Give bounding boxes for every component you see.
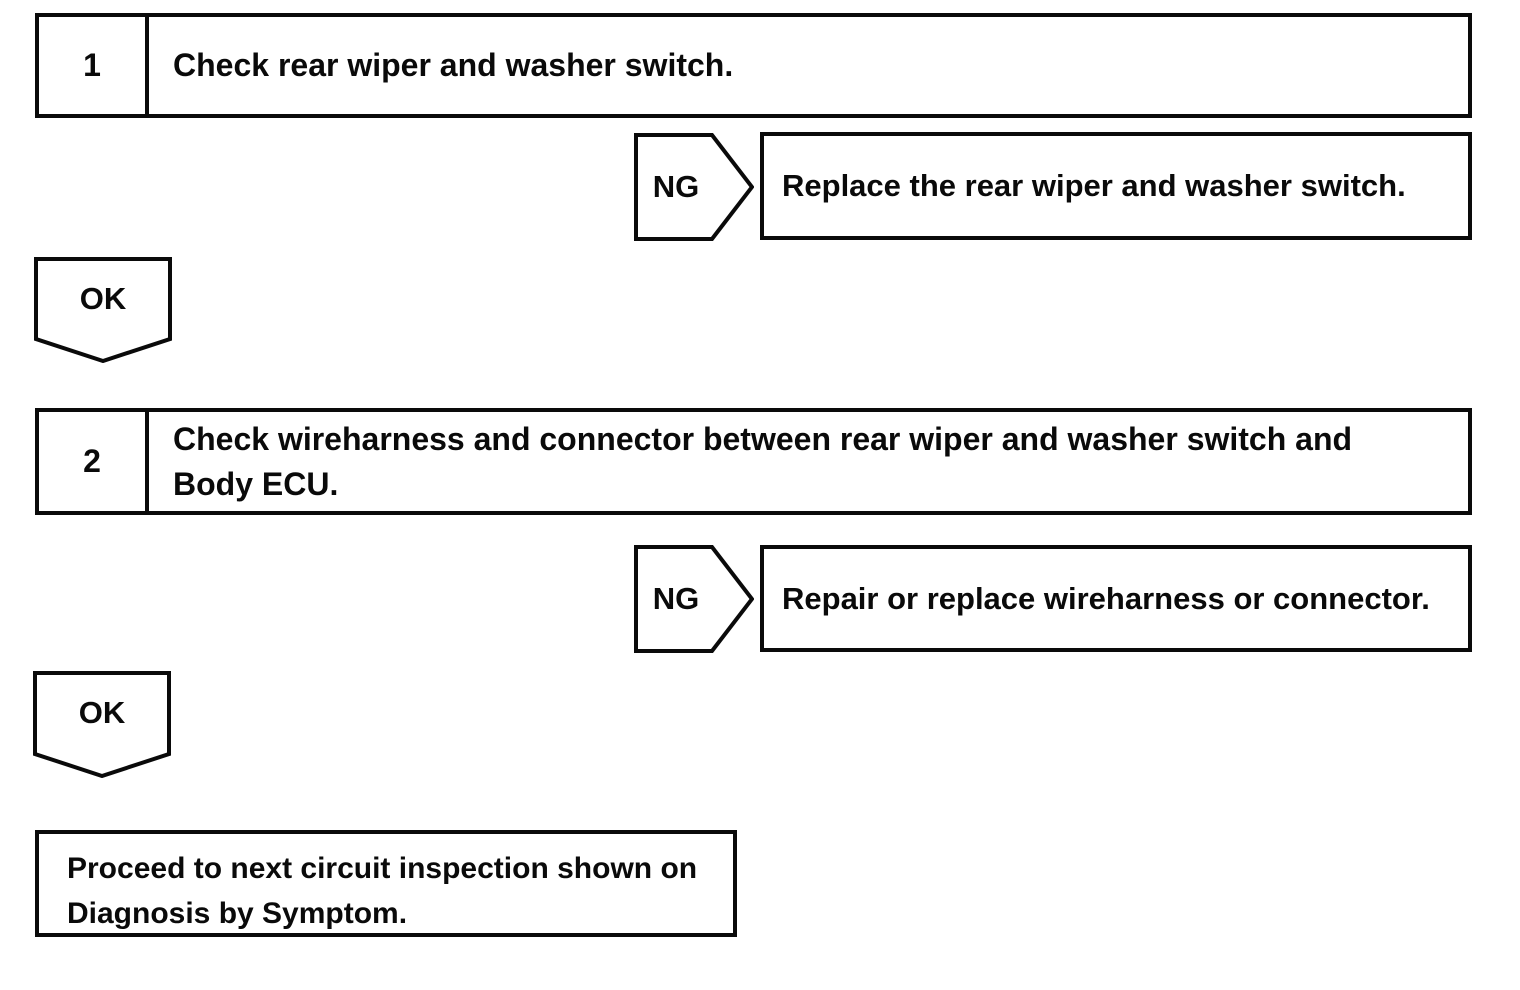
step-1-box: 1 Check rear wiper and washer switch. [35, 13, 1472, 118]
ok-arrow-2: OK [33, 671, 171, 778]
step-1-number: 1 [39, 17, 149, 114]
result-box: Proceed to next circuit inspection shown… [35, 830, 737, 937]
ng-pentagon-right-icon [634, 545, 754, 653]
ng-action-1-text: Replace the rear wiper and washer switch… [782, 168, 1406, 203]
ng-action-2-text: Repair or replace wireharness or connect… [782, 580, 1430, 616]
ok-pentagon-down-icon [34, 257, 172, 363]
ng-action-2-box: Repair or replace wireharness or connect… [760, 545, 1472, 652]
step-1-instruction: Check rear wiper and washer switch. [173, 47, 734, 84]
step-2-number: 2 [39, 412, 149, 511]
ng-action-1-box: Replace the rear wiper and washer switch… [760, 132, 1472, 240]
ok-arrow-2-label: OK [78, 695, 126, 730]
ok-arrow-1-label: OK [79, 281, 127, 316]
ng-arrow-1: NG [634, 133, 754, 241]
ok-arrow-1: OK [34, 257, 172, 363]
ng-pentagon-right-icon [634, 133, 754, 241]
step-2-instruction: Check wireharness and connector between … [173, 420, 1353, 502]
step-2-box: 2 Check wireharness and connector betwee… [35, 408, 1472, 515]
ng-arrow-1-label: NG [652, 169, 700, 204]
ok-pentagon-down-icon [33, 671, 171, 778]
result-text: Proceed to next circuit inspection shown… [67, 852, 698, 930]
ng-arrow-2-label: NG [652, 581, 700, 616]
ng-arrow-2: NG [634, 545, 754, 653]
